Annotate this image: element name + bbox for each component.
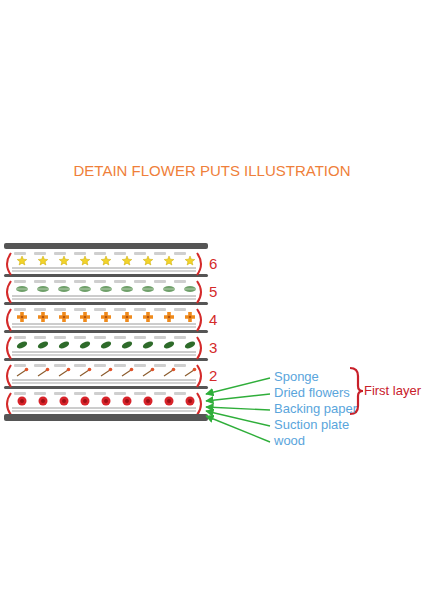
press-layer [4,336,208,361]
part-name: Backing paper [274,402,357,417]
part-name: Dried flowers [274,386,350,401]
part-name: Sponge [274,370,319,385]
diagram-title: DETAIN FLOWER PUTS ILLUSTRATION [0,162,424,179]
layer-number: 3 [209,339,217,356]
press-layer [4,364,208,389]
layer-number: 2 [209,367,217,384]
layer-number: 5 [209,283,217,300]
press-layer [7,392,201,415]
leader-lines [206,378,270,442]
part-name: wood [274,434,305,449]
part-name: Suction plate [274,418,349,433]
layer-number: 6 [209,255,217,272]
top-board [4,243,208,249]
press-layer [4,280,208,305]
group-label: First layer [364,384,421,399]
press-layer [4,308,208,333]
bottom-board [4,414,208,421]
layer-number: 4 [209,311,217,328]
press-layers [4,252,208,415]
press-layer [4,252,208,277]
